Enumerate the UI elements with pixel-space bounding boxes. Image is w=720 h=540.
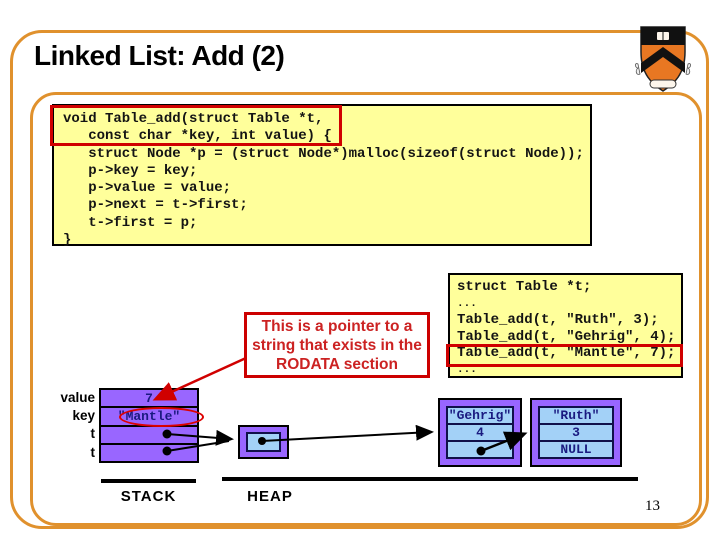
stack-value-cell: 7	[145, 390, 153, 406]
function-code: void Table_add(struct Table *t, const ch…	[63, 111, 584, 249]
page-number: 13	[645, 498, 660, 514]
heap-node-gehrig: "Gehrig" 4	[438, 398, 522, 467]
heap-section-label: HEAP	[247, 488, 293, 505]
function-code-box: void Table_add(struct Table *t, const ch…	[52, 104, 592, 249]
node-key-cell: "Gehrig"	[448, 408, 512, 423]
heap-section-line	[222, 477, 638, 481]
node-value-cell: 3	[540, 423, 612, 440]
stack-label-t: t	[90, 426, 96, 442]
node-next-pointer-cell	[448, 440, 512, 457]
stack-section-line	[101, 479, 196, 483]
stack-t-pointer-cell	[101, 442, 197, 461]
heap-table-struct-box	[238, 425, 289, 459]
slide-frame-outer	[10, 30, 709, 529]
stack-key-cell: "Mantle"	[101, 406, 197, 424]
heap-node-ruth: "Ruth" 3 NULL	[530, 398, 622, 467]
stack-label-t: t	[90, 444, 96, 460]
stack-label-key: key	[72, 408, 95, 424]
node-key-cell: "Ruth"	[552, 408, 600, 423]
stack-frame-box: 7 "Mantle"	[99, 388, 199, 463]
client-code-box: struct Table *t; ... Table_add(t, "Ruth"…	[448, 273, 683, 378]
stack-section-label: STACK	[120, 488, 177, 505]
client-code-line: struct Table *t;	[457, 279, 592, 295]
node-next-cell: NULL	[540, 440, 612, 457]
node-value-cell: 4	[448, 423, 512, 440]
client-code-ellipsis: ...	[457, 297, 477, 310]
client-code-line: Table_add(t, "Gehrig", 4);	[457, 328, 676, 345]
client-code-line: Table_add(t, "Ruth", 3);	[457, 312, 659, 329]
slide-frame-inner	[30, 92, 702, 526]
stack-labels: value key t t	[30, 389, 95, 462]
client-code-line: Table_add(t, "Mantle", 7);	[457, 345, 676, 362]
stack-t-pointer-cell	[101, 424, 197, 443]
page-title: Linked List: Add (2)	[34, 40, 285, 71]
client-code-ellipsis: ...	[457, 363, 477, 376]
table-first-pointer-cell	[246, 432, 281, 452]
stack-label-value: value	[60, 390, 95, 405]
rodata-callout: This is a pointer to a string that exist…	[244, 312, 430, 378]
rodata-callout-text: This is a pointer to a string that exist…	[252, 317, 422, 373]
princeton-shield-icon	[634, 24, 692, 101]
